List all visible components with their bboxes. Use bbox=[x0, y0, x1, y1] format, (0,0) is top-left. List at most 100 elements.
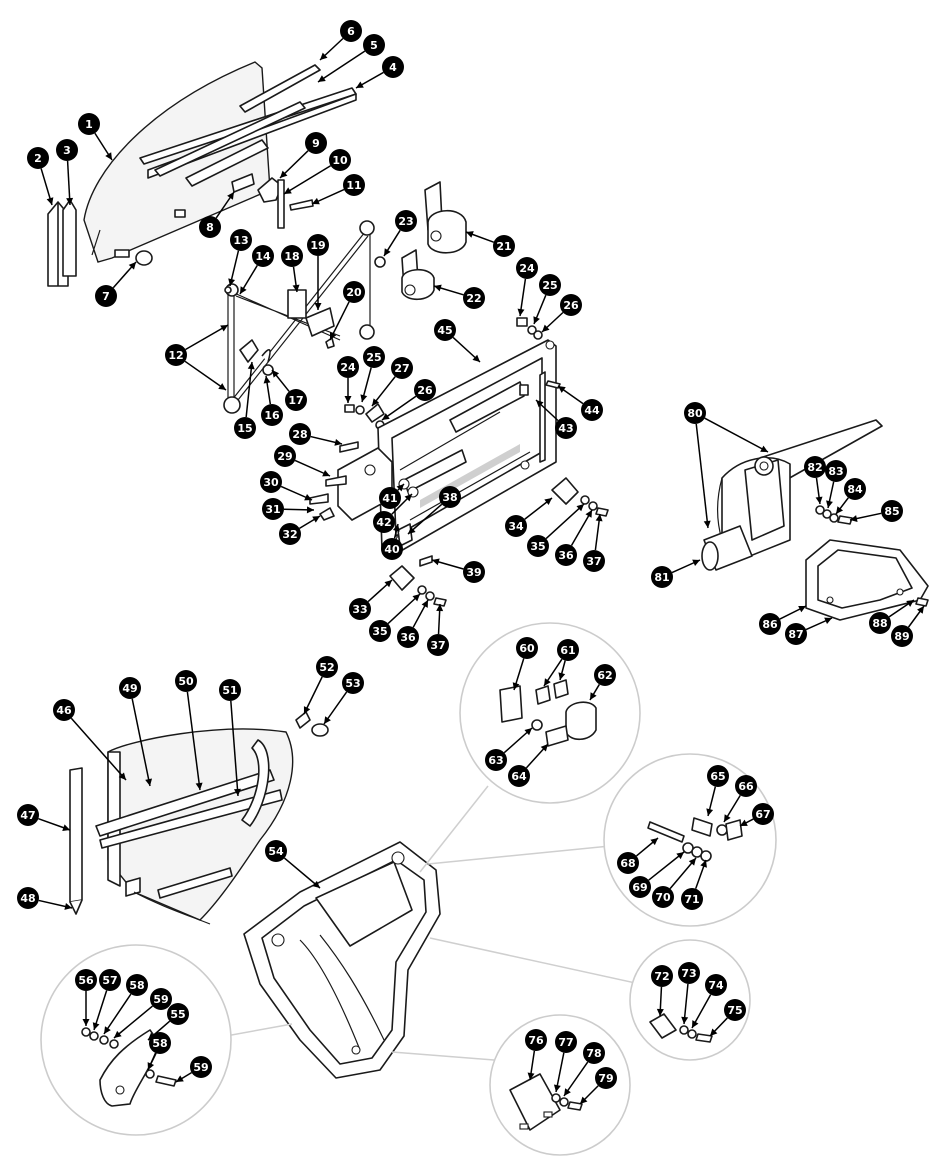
callout-badge bbox=[343, 174, 365, 196]
callout-badge bbox=[395, 210, 417, 232]
callout-number: 80 bbox=[687, 407, 703, 420]
callout-number: 38 bbox=[442, 491, 457, 504]
leader-arrowhead bbox=[564, 1088, 571, 1096]
callout-badge bbox=[149, 1032, 171, 1054]
leader-arrowhead bbox=[396, 484, 404, 492]
callout-number: 12 bbox=[168, 349, 183, 362]
callout-number: 54 bbox=[268, 845, 284, 858]
leader-arrowhead bbox=[318, 75, 326, 82]
leader-arrowhead bbox=[272, 370, 280, 378]
leader-arrowhead bbox=[312, 197, 320, 205]
callout-55: 55 bbox=[167, 1003, 189, 1025]
guide-detail-72-75 bbox=[429, 937, 641, 985]
leader-line bbox=[283, 857, 321, 889]
leader-line bbox=[317, 50, 366, 83]
callout-badge bbox=[78, 113, 100, 135]
callout-badge bbox=[724, 999, 746, 1021]
callout-76: 76 bbox=[525, 1029, 547, 1051]
callout-number: 24 bbox=[519, 262, 535, 275]
callout-number: 83 bbox=[828, 465, 843, 478]
callout-badge bbox=[707, 765, 729, 787]
leader-lines bbox=[38, 37, 925, 1105]
callout-77: 77 bbox=[555, 1031, 577, 1053]
callout-badge bbox=[17, 804, 39, 826]
leader-arrowhead bbox=[114, 1030, 122, 1038]
guide-detail-65-71 bbox=[427, 845, 611, 865]
callout-number: 6 bbox=[347, 25, 355, 38]
cover-plate-86-87 bbox=[805, 539, 929, 621]
callout-35: 35 bbox=[369, 620, 391, 642]
callout-badge bbox=[369, 620, 391, 642]
leader-arrowhead bbox=[836, 506, 844, 514]
callout-badge bbox=[397, 626, 419, 648]
leader-arrowhead bbox=[517, 308, 525, 316]
callout-badge bbox=[414, 379, 436, 401]
callout-badge bbox=[281, 245, 303, 267]
callout-number: 77 bbox=[558, 1036, 573, 1049]
callout-number: 47 bbox=[20, 809, 35, 822]
callout-badge bbox=[583, 550, 605, 572]
callout-57: 57 bbox=[99, 969, 121, 991]
callout-number: 86 bbox=[762, 618, 778, 631]
callout-number: 26 bbox=[563, 299, 579, 312]
callout-badge bbox=[175, 670, 197, 692]
leader-arrowhead bbox=[392, 524, 400, 532]
callout-badge bbox=[485, 749, 507, 771]
callout-18: 18 bbox=[281, 245, 303, 267]
leader-line bbox=[70, 717, 127, 781]
callout-number: 10 bbox=[332, 154, 348, 167]
callout-badge bbox=[735, 775, 757, 797]
callout-number: 24 bbox=[340, 361, 356, 374]
callout-badge bbox=[463, 287, 485, 309]
callout-34: 34 bbox=[505, 515, 527, 537]
callout-number: 32 bbox=[282, 528, 297, 541]
callout-52: 52 bbox=[316, 656, 338, 678]
leader-arrowhead bbox=[62, 824, 70, 831]
callout-42: 42 bbox=[373, 511, 395, 533]
leader-arrowhead bbox=[710, 1028, 718, 1036]
callout-26: 26 bbox=[560, 294, 582, 316]
leader-arrowhead bbox=[681, 1016, 689, 1024]
callout-38: 38 bbox=[439, 486, 461, 508]
callout-number: 59 bbox=[153, 993, 168, 1006]
callout-badge bbox=[285, 389, 307, 411]
leader-arrowhead bbox=[650, 838, 658, 846]
callout-number: 49 bbox=[122, 682, 137, 695]
callout-badge bbox=[279, 523, 301, 545]
leader-line bbox=[695, 423, 709, 529]
callout-39: 39 bbox=[463, 561, 485, 583]
callout-73: 73 bbox=[678, 962, 700, 984]
callout-badge bbox=[555, 1031, 577, 1053]
detail-circle-60-64 bbox=[459, 622, 641, 804]
callout-number: 30 bbox=[263, 476, 279, 489]
callout-badge bbox=[617, 852, 639, 874]
callout-badge bbox=[560, 294, 582, 316]
callout-badge bbox=[705, 974, 727, 996]
callout-labels: 1234567891011121314151617181920212223242… bbox=[17, 20, 913, 1089]
callout-number: 79 bbox=[598, 1072, 613, 1085]
callout-53: 53 bbox=[342, 672, 364, 694]
leader-line bbox=[329, 301, 350, 341]
callout-number: 18 bbox=[284, 250, 299, 263]
callout-number: 46 bbox=[56, 704, 72, 717]
callout-number: 39 bbox=[466, 566, 481, 579]
callout-number: 43 bbox=[558, 422, 573, 435]
callout-37: 37 bbox=[583, 550, 605, 572]
leader-arrowhead bbox=[247, 362, 255, 370]
callout-number: 35 bbox=[372, 625, 387, 638]
callout-number: 63 bbox=[488, 754, 503, 767]
rear-quarter-glass bbox=[95, 728, 294, 925]
leader-arrowhead bbox=[432, 558, 440, 566]
callout-badge bbox=[594, 664, 616, 686]
callout-62: 62 bbox=[594, 664, 616, 686]
callout-50: 50 bbox=[175, 670, 197, 692]
callout-58: 58 bbox=[126, 974, 148, 996]
callout-badge bbox=[234, 417, 256, 439]
callout-11: 11 bbox=[343, 174, 365, 196]
callout-29: 29 bbox=[274, 445, 296, 467]
leader-arrowhead bbox=[512, 682, 520, 690]
callout-number: 45 bbox=[437, 324, 452, 337]
callout-16: 16 bbox=[261, 404, 283, 426]
callout-badge bbox=[75, 969, 97, 991]
callout-36: 36 bbox=[397, 626, 419, 648]
